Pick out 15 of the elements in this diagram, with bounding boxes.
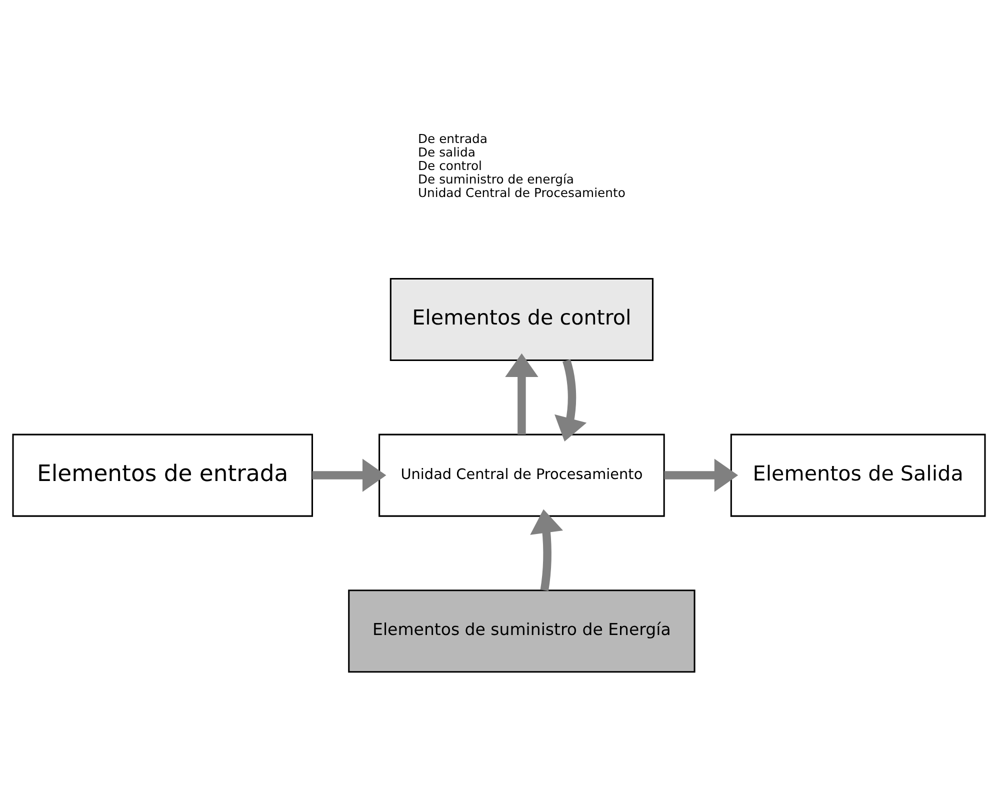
- arrow: [312, 458, 386, 492]
- node-box: Elementos de suministro de Energía: [348, 589, 696, 672]
- node-box: Elementos de control: [390, 277, 654, 361]
- arrow: [554, 358, 587, 441]
- label: De control: [418, 158, 482, 172]
- node-box: Elementos de Salida: [730, 433, 986, 516]
- label: De suministro de energía: [418, 172, 574, 186]
- arrow: [530, 508, 564, 590]
- label: De salida: [418, 145, 476, 160]
- arrow: [664, 458, 738, 492]
- node-box: Elementos de entrada: [12, 433, 314, 516]
- label: Unidad Central de Procesamiento: [418, 185, 626, 200]
- label: De entrada: [418, 132, 488, 146]
- arrow: [505, 352, 538, 434]
- node-box: Unidad Central de Procesamiento: [378, 433, 665, 516]
